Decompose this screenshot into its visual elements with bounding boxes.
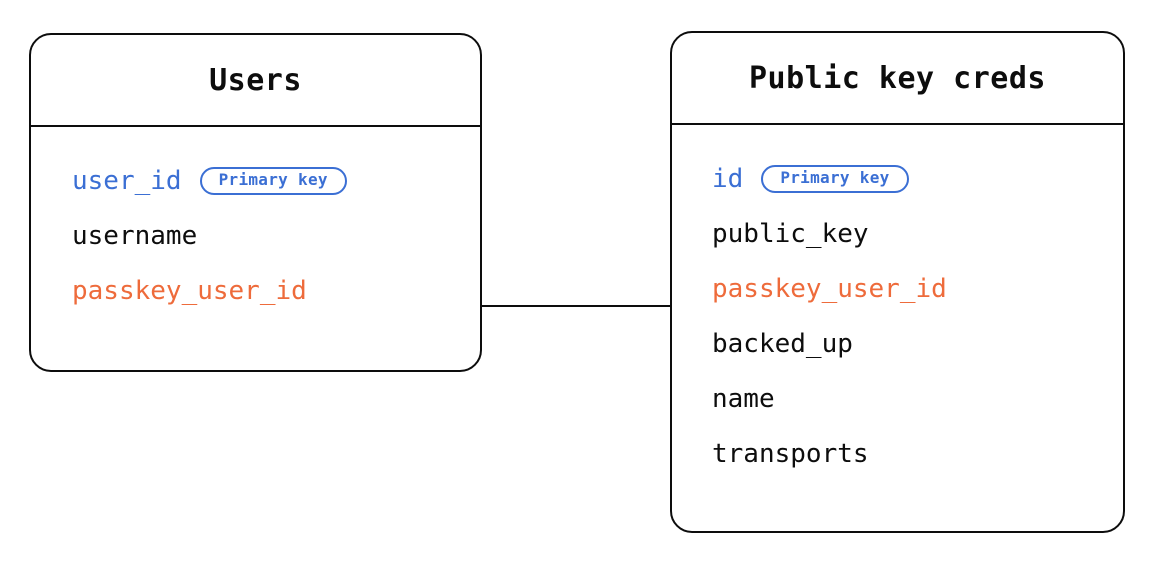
field-name-public-key: public_key <box>712 218 869 249</box>
field-row-transports[interactable]: transports <box>712 426 1123 481</box>
field-name-backed-up: backed_up <box>712 328 853 359</box>
field-row-passkey-user-id[interactable]: passkey_user_id <box>712 261 1123 316</box>
entity-header-public-key-creds: Public key creds <box>672 33 1123 125</box>
entity-card-public-key-creds[interactable]: Public key creds id Primary key public_k… <box>670 31 1125 533</box>
field-row-user-id[interactable]: user_id Primary key <box>72 153 480 208</box>
field-name-passkey-user-id: passkey_user_id <box>72 275 307 306</box>
field-name-transports: transports <box>712 438 869 469</box>
field-row-name[interactable]: name <box>712 371 1123 426</box>
field-name-user-id: user_id <box>72 165 182 196</box>
field-row-backed-up[interactable]: backed_up <box>712 316 1123 371</box>
entity-field-list-public-key-creds: id Primary key public_key passkey_user_i… <box>672 125 1123 481</box>
field-name-id: id <box>712 163 744 194</box>
entity-header-users: Users <box>31 35 480 127</box>
field-row-public-key[interactable]: public_key <box>712 206 1123 261</box>
entity-title-public-key-creds: Public key creds <box>749 60 1046 96</box>
field-row-username[interactable]: username <box>72 208 480 263</box>
entity-title-users: Users <box>209 62 302 98</box>
relationship-line-users-to-public-key-creds <box>481 305 671 307</box>
field-row-passkey-user-id[interactable]: passkey_user_id <box>72 263 480 318</box>
entity-field-list-users: user_id Primary key username passkey_use… <box>31 127 480 318</box>
field-name-passkey-user-id: passkey_user_id <box>712 273 947 304</box>
field-name-username: username <box>72 220 198 251</box>
field-name-name: name <box>712 383 775 414</box>
entity-card-users[interactable]: Users user_id Primary key username passk… <box>29 33 482 372</box>
primary-key-badge: Primary key <box>761 164 909 193</box>
field-row-id[interactable]: id Primary key <box>712 151 1123 206</box>
primary-key-badge: Primary key <box>199 166 347 195</box>
